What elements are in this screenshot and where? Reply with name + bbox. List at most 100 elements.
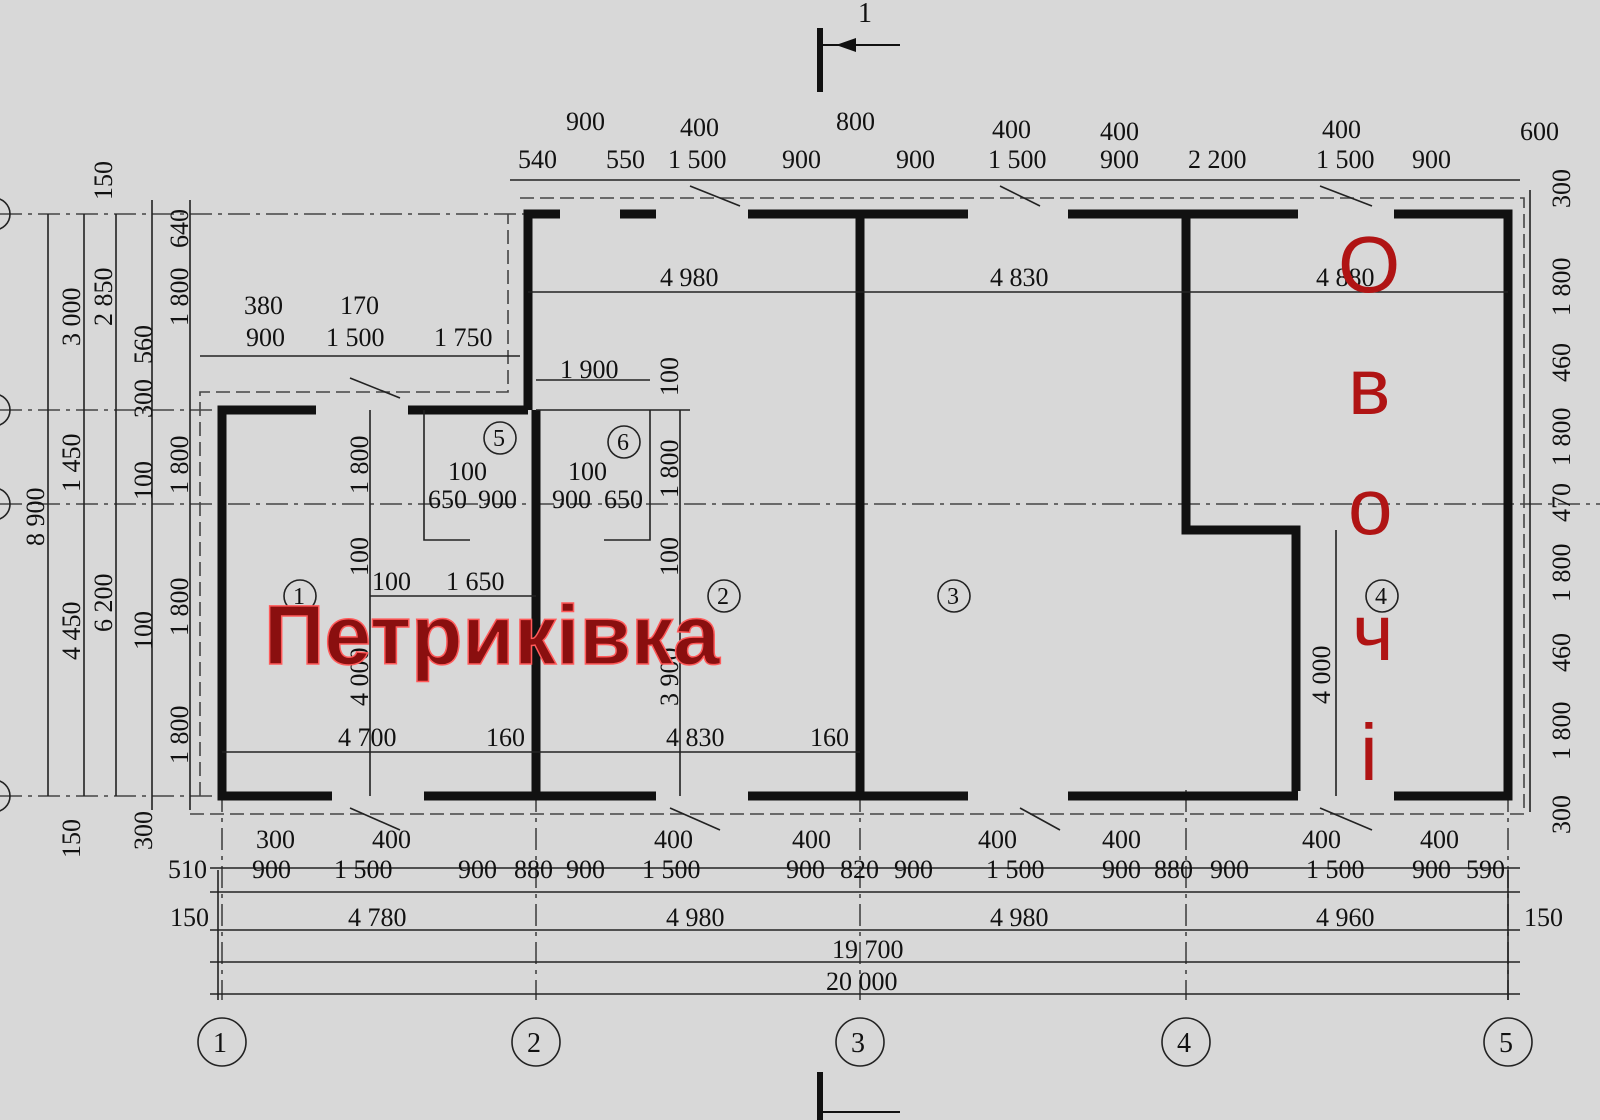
dim-axis-length: 19 700 — [832, 935, 904, 964]
dim-l5-1: 640 — [165, 209, 194, 248]
dim-t-up-1: 900 — [566, 107, 605, 136]
dim-partition-2: 100 — [655, 357, 684, 396]
overlay-letter-4: ч — [1352, 588, 1394, 677]
dim-l4-5: 100 — [129, 611, 158, 650]
dim-b13: 880 — [1154, 855, 1193, 884]
dim-h-4: 3 900 — [655, 648, 684, 707]
overlay-labels: Петриківка О в о ч і — [263, 220, 1400, 797]
dim-t-5: 900 — [896, 145, 935, 174]
dim-r-6: 1 800 — [1547, 544, 1576, 603]
overlay-letter-1: О — [1338, 220, 1400, 309]
section-mark-bottom — [817, 1072, 900, 1120]
overlay-letter-2: в — [1348, 342, 1391, 431]
dim-b6: 900 — [566, 855, 605, 884]
dim-t-up-7: 600 — [1520, 117, 1559, 146]
dim-h-3: 4 000 — [345, 648, 374, 707]
dim-total-length: 20 000 — [826, 967, 898, 996]
dim-r-3: 460 — [1547, 343, 1576, 382]
dim-t-up-3: 800 — [836, 107, 875, 136]
dim-l4-2: 560 — [129, 325, 158, 364]
dim-wall-vertical: 4 000 — [1307, 646, 1336, 705]
dim-r-8: 1 800 — [1547, 702, 1576, 761]
dim-b4: 900 — [458, 855, 497, 884]
room-6: 6 — [617, 430, 629, 456]
dim-l5-3: 1 800 — [165, 436, 194, 495]
dim-edge-left: 150 — [170, 903, 209, 932]
dim-l2-1: 3 000 — [57, 288, 86, 347]
dim-partition-1: 1 900 — [560, 355, 619, 384]
dim-b5: 880 — [514, 855, 553, 884]
room-5: 5 — [493, 426, 505, 452]
dim-a-2: 1 500 — [326, 323, 385, 352]
dim-b15: 1 500 — [1306, 855, 1365, 884]
dim-b0-3: 400 — [654, 825, 693, 854]
dim-inner-1: 4 700 — [338, 723, 397, 752]
dim-l2-2: 1 450 — [57, 434, 86, 493]
dim-s-6: 1 650 — [446, 567, 505, 596]
annex-dimensions: 380 170 900 1 500 1 750 1 900 100 100 10… — [244, 291, 684, 706]
dim-room-w-2: 4 830 — [990, 263, 1049, 292]
section-mark-top: 1 — [817, 0, 900, 92]
dim-l5-4: 1 800 — [165, 578, 194, 637]
dim-s-7: 100 — [568, 457, 607, 486]
dim-l4-4: 100 — [129, 461, 158, 500]
dim-b16: 900 — [1412, 855, 1451, 884]
dim-inner-3: 4 830 — [666, 723, 725, 752]
walls — [190, 197, 1525, 815]
dim-partition-4: 100 — [345, 537, 374, 576]
dim-r-1: 300 — [1547, 169, 1576, 208]
dim-l4-7: 300 — [129, 811, 158, 850]
dim-span-1: 4 780 — [348, 903, 407, 932]
dim-s-3: 900 — [552, 485, 591, 514]
dim-l4-1: 150 — [89, 161, 118, 200]
right-dimensions: 300 1 800 460 1 800 470 1 800 460 1 800 … — [1547, 169, 1576, 834]
dim-l4-3: 300 — [129, 379, 158, 418]
axis-label-1: 1 — [213, 1028, 227, 1059]
dim-t-up-2: 400 — [680, 113, 719, 142]
dim-b17: 590 — [1466, 855, 1505, 884]
dim-s-4: 650 — [604, 485, 643, 514]
dim-h-1: 1 800 — [345, 436, 374, 495]
dim-b0-7: 400 — [1302, 825, 1341, 854]
dim-r-5: 470 — [1547, 483, 1576, 522]
room-2: 2 — [717, 584, 729, 610]
room-1: 1 — [293, 584, 305, 610]
dim-t-9: 1 500 — [1316, 145, 1375, 174]
dim-a-1: 900 — [246, 323, 285, 352]
dim-span-2: 4 980 — [666, 903, 725, 932]
dim-b8: 900 — [786, 855, 825, 884]
dim-span-4: 4 960 — [1316, 903, 1375, 932]
dim-room-w-1: 4 980 — [660, 263, 719, 292]
row-axis-bubbles — [0, 198, 11, 812]
dim-l2-3: 4 450 — [57, 602, 86, 661]
axis-label-3: 3 — [851, 1028, 865, 1059]
dim-s-5: 100 — [448, 457, 487, 486]
room-3: 3 — [947, 584, 959, 610]
room-4: 4 — [1375, 584, 1387, 610]
dim-partition-3: 100 — [655, 537, 684, 576]
dim-t-1: 540 — [518, 145, 557, 174]
dim-t-4: 900 — [782, 145, 821, 174]
dim-b2: 900 — [252, 855, 291, 884]
dim-l4-6: 150 — [57, 819, 86, 858]
dim-a-up-2: 170 — [340, 291, 379, 320]
dim-l-total: 8 900 — [21, 488, 50, 547]
dim-r-9: 300 — [1547, 795, 1576, 834]
dim-l5-2: 1 800 — [165, 268, 194, 327]
axis-label-4: 4 — [1177, 1028, 1191, 1059]
dim-t-7: 900 — [1100, 145, 1139, 174]
top-dimensions: 900 400 800 400 400 400 600 540 550 1 50… — [518, 107, 1559, 292]
column-axis-bubbles: 1 2 3 4 5 — [197, 1017, 1533, 1067]
dim-s-2: 900 — [478, 485, 517, 514]
room-numbers: 1 2 3 4 5 6 — [283, 421, 1399, 613]
dim-l3-2: 6 200 — [89, 574, 118, 633]
dim-b14: 900 — [1210, 855, 1249, 884]
dim-a-up-1: 380 — [244, 291, 283, 320]
dim-inner-2: 160 — [486, 723, 525, 752]
dim-b1: 510 — [168, 855, 207, 884]
bottom-dimensions: 19 700 20 000 150 150 4 780 4 980 4 980 … — [168, 646, 1563, 997]
dim-inner-4: 160 — [810, 723, 849, 752]
dim-b0-4: 400 — [792, 825, 831, 854]
axis-label-5: 5 — [1499, 1028, 1513, 1059]
